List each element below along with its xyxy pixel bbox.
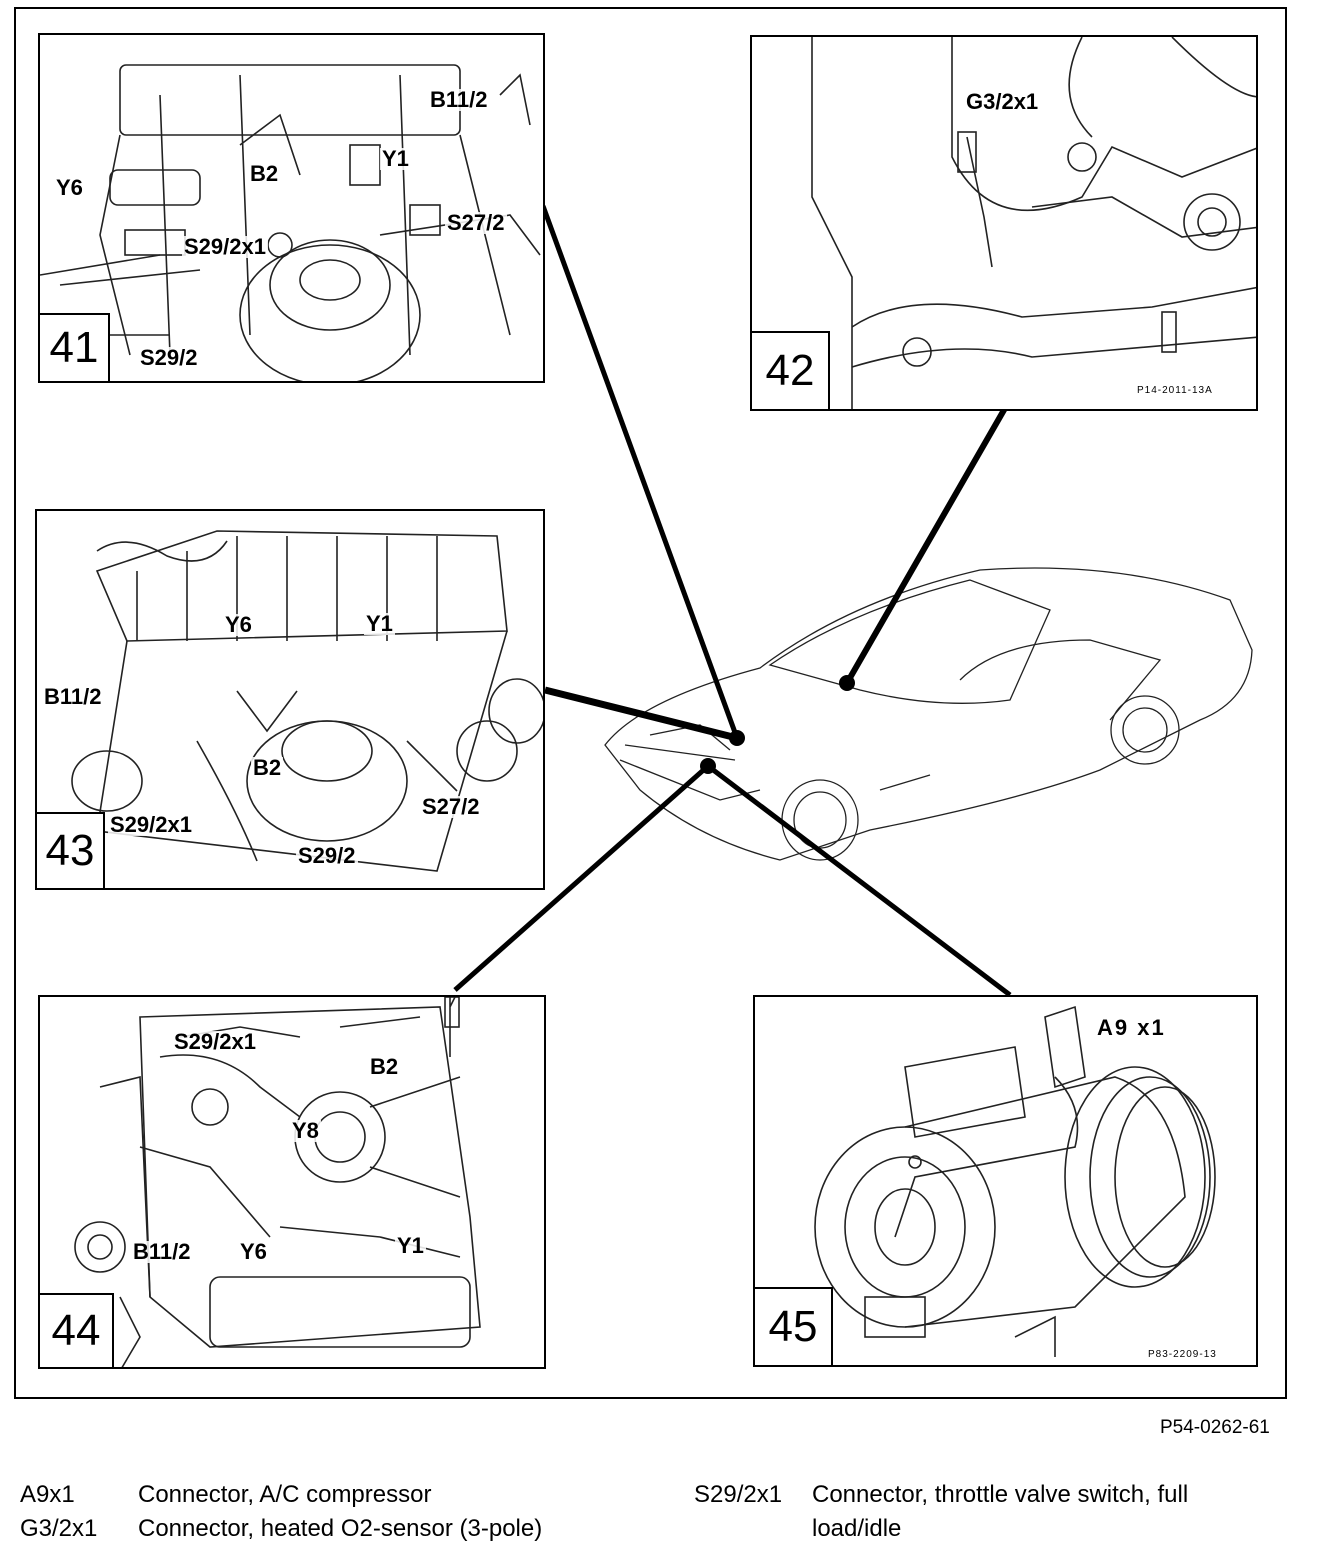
legend-code: S29/2x1 bbox=[694, 1481, 783, 1508]
panel-43: Y6 Y1 B11/2 B2 S29/2x1 S27/2 S29/2 43 bbox=[35, 509, 545, 890]
label-b2: B2 bbox=[251, 755, 284, 780]
legend-description: Connector, A/C compressor bbox=[138, 1481, 432, 1508]
legend-right: S29/2x1 Connector, throttle valve switch… bbox=[694, 1478, 1252, 1546]
legend-row: A9x1 Connector, A/C compressor bbox=[20, 1478, 608, 1512]
point-bumper bbox=[700, 758, 716, 774]
label-y1: Y1 bbox=[395, 1233, 426, 1258]
drawing-code: P14-2011-13A bbox=[1137, 385, 1213, 396]
point-cabin bbox=[839, 675, 855, 691]
legend-row: S29/2x1 Connector, throttle valve switch… bbox=[694, 1478, 1252, 1546]
label-b11-2: B11/2 bbox=[428, 87, 490, 112]
label-y6: Y6 bbox=[238, 1239, 269, 1264]
label-b11-2: B11/2 bbox=[42, 684, 104, 709]
panel-42: G3/2x1 P14-2011-13A 42 bbox=[750, 35, 1258, 411]
legend-code: G3/2x1 bbox=[20, 1515, 98, 1542]
label-b2: B2 bbox=[248, 161, 281, 186]
label-y1: Y1 bbox=[380, 146, 411, 171]
panel-number: 42 bbox=[752, 331, 830, 409]
label-y6: Y6 bbox=[54, 175, 85, 200]
panel-number: 41 bbox=[40, 313, 110, 381]
leader-lines bbox=[453, 205, 1012, 997]
label-s29-2x1: S29/2x1 bbox=[108, 812, 194, 837]
engine-illustration bbox=[71, 530, 543, 872]
label-b11-2: B11/2 bbox=[131, 1239, 193, 1264]
compressor-illustration bbox=[814, 1005, 1216, 1357]
label-s29-2: S29/2 bbox=[296, 843, 358, 868]
figure-reference: P54-0262-61 bbox=[1160, 1417, 1270, 1438]
point-front bbox=[729, 730, 745, 746]
label-s29-2: S29/2 bbox=[138, 345, 200, 370]
label-s29-2x1: S29/2x1 bbox=[172, 1029, 258, 1054]
label-g3-2x1: G3/2x1 bbox=[964, 89, 1041, 114]
bracket-illustration bbox=[811, 37, 1256, 409]
label-s29-2x1: S29/2x1 bbox=[182, 234, 268, 259]
panel-41: B11/2 Y1 B2 Y6 S27/2 S29/2x1 S29/2 41 bbox=[38, 33, 545, 383]
engine-illustration bbox=[74, 997, 481, 1367]
label-s27-2: S27/2 bbox=[420, 794, 482, 819]
engine-illustration bbox=[40, 64, 541, 381]
legend-description: Connector, throttle valve switch, full l… bbox=[812, 1481, 1189, 1542]
label-a9x1: A9 x1 bbox=[1095, 1015, 1168, 1040]
panel-number: 44 bbox=[40, 1293, 114, 1367]
label-y1: Y1 bbox=[364, 611, 395, 636]
drawing-code: P83-2209-13 bbox=[1148, 1349, 1217, 1360]
panel-number: 43 bbox=[37, 812, 105, 888]
label-b2: B2 bbox=[368, 1054, 401, 1079]
label-y6: Y6 bbox=[223, 612, 254, 637]
panel-number: 45 bbox=[755, 1287, 833, 1365]
panel-44: S29/2x1 B2 Y8 B11/2 Y6 Y1 44 bbox=[38, 995, 546, 1369]
legend-row: G3/2x1 Connector, heated O2-sensor (3-po… bbox=[20, 1512, 608, 1546]
figure-frame bbox=[14, 7, 1287, 1399]
legend-code: A9x1 bbox=[20, 1481, 75, 1508]
panel-45: A9 x1 P83-2209-13 45 bbox=[753, 995, 1258, 1367]
label-s27-2: S27/2 bbox=[445, 210, 507, 235]
legend-description: Connector, heated O2-sensor (3-pole) bbox=[138, 1515, 543, 1542]
legend-left: A9x1 Connector, A/C compressor G3/2x1 Co… bbox=[20, 1478, 608, 1546]
label-y8: Y8 bbox=[290, 1118, 321, 1143]
